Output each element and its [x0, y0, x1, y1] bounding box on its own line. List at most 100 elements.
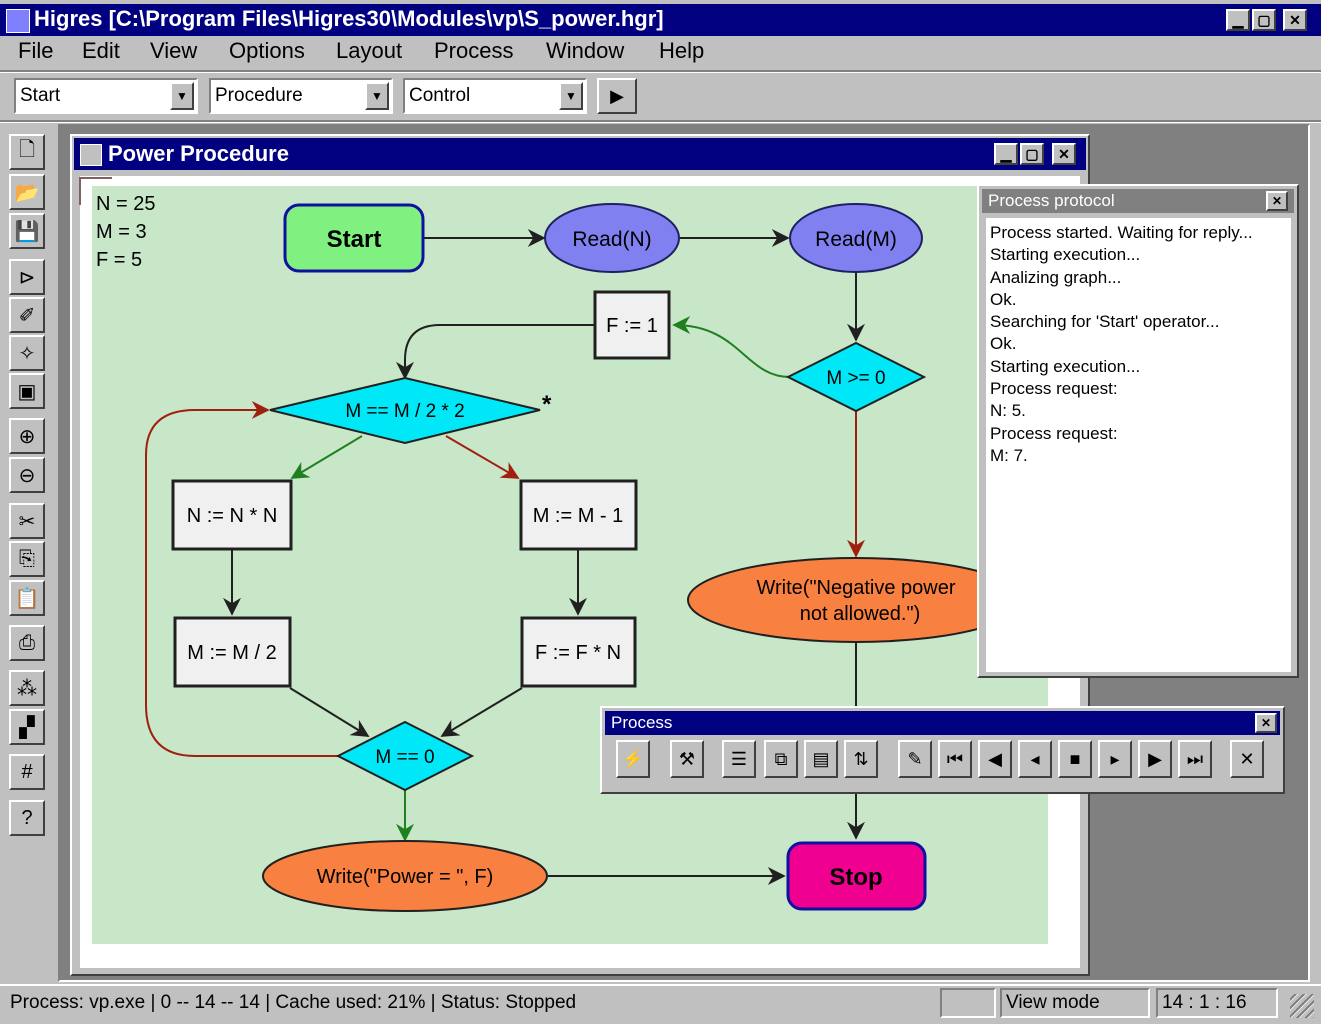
chevron-down-icon[interactable]: ▼	[559, 82, 583, 110]
node-m-even[interactable]: M == M / 2 * 2	[269, 376, 541, 445]
copy-icon[interactable]: ⎘	[9, 541, 45, 577]
menu-file[interactable]: File	[18, 38, 54, 63]
node-n-square[interactable]: N := N * N	[171, 479, 293, 551]
node-read-m[interactable]: Read(M)	[789, 203, 923, 273]
process-protocol-window: Process protocol ✕ Process started. Wait…	[977, 184, 1299, 678]
menu-options[interactable]: Options	[229, 38, 305, 63]
status-blank-pane	[940, 988, 996, 1018]
minimize-icon[interactable]: ▁	[1226, 9, 1250, 31]
magic-icon[interactable]: ✧	[9, 335, 45, 371]
cut-icon[interactable]: ✂	[9, 503, 45, 539]
list-icon[interactable]: ☰	[722, 740, 756, 778]
cascade-icon[interactable]: ▞	[9, 709, 45, 745]
forward-icon[interactable]: ▸	[1098, 740, 1132, 778]
zoom-in-icon[interactable]: ⊕	[9, 418, 45, 454]
node-m-half[interactable]: M := M / 2	[173, 616, 292, 688]
node-m-ge-0[interactable]: M >= 0	[785, 341, 927, 413]
menu-layout[interactable]: Layout	[336, 38, 403, 63]
document-title: Power Procedure	[108, 141, 289, 166]
layout-icon[interactable]: ⁂	[9, 670, 45, 706]
log-line: Ok.	[990, 289, 1017, 309]
menu-edit[interactable]: Edit	[82, 38, 120, 63]
last-icon[interactable]: ⏭	[1178, 740, 1212, 778]
node-read-n[interactable]: Read(N)	[544, 203, 680, 273]
svg-text:Start: Start	[327, 226, 382, 253]
menu-process[interactable]: Process	[434, 38, 514, 63]
log-line: Process request:	[990, 379, 1118, 399]
svg-text:F := F * N: F := F * N	[535, 642, 621, 664]
first-icon[interactable]: ⏮	[938, 740, 972, 778]
var-m: M = 3	[96, 221, 147, 243]
node-write-negative[interactable]: Write("Negative power not allowed.")	[687, 557, 1025, 643]
maximize-icon[interactable]: ▢	[1020, 143, 1044, 165]
tools-icon[interactable]: ⚒	[670, 740, 704, 778]
control-combo[interactable]: Control ▼	[403, 78, 587, 114]
close-icon[interactable]: ✕	[1255, 713, 1277, 733]
windows-icon[interactable]: ⧉	[764, 740, 798, 778]
open-icon[interactable]: 📂	[9, 174, 45, 210]
edge-mhalf-meq0	[289, 687, 370, 737]
app-icon[interactable]	[6, 9, 30, 33]
grid-icon[interactable]: #	[9, 754, 45, 790]
svg-text:Read(M): Read(M)	[815, 228, 897, 251]
help-icon[interactable]: ?	[9, 800, 45, 836]
zoom-out-icon[interactable]: ⊖	[9, 457, 45, 493]
start-combo[interactable]: Start ▼	[14, 78, 198, 114]
edit-icon[interactable]: ✐	[9, 297, 45, 333]
edge-ffn-meq0	[440, 687, 523, 737]
chevron-down-icon[interactable]: ▼	[170, 82, 194, 110]
print-icon[interactable]: ⎙	[9, 625, 45, 661]
svg-text:Write("Power = ", F): Write("Power = ", F)	[317, 866, 494, 888]
lightning-icon[interactable]: ⚡	[616, 740, 650, 778]
back-icon[interactable]: ◂	[1018, 740, 1052, 778]
var-f: F = 5	[96, 249, 142, 271]
node-f-times-n[interactable]: F := F * N	[520, 616, 637, 688]
edge-meven-mm1	[445, 435, 520, 479]
close-icon[interactable]: ✕	[1266, 191, 1288, 211]
new-icon[interactable]: 🗋	[9, 134, 45, 170]
chevron-down-icon[interactable]: ▼	[365, 82, 389, 110]
node-f-assign-1[interactable]: F := 1	[593, 290, 671, 360]
node-m-minus-1[interactable]: M := M - 1	[519, 479, 638, 551]
document-icon[interactable]	[80, 144, 102, 166]
procedure-combo[interactable]: Procedure ▼	[209, 78, 393, 114]
maximize-icon[interactable]: ▢	[1252, 9, 1276, 31]
log-line: N: 5.	[990, 401, 1026, 421]
table-icon[interactable]: ▤	[804, 740, 838, 778]
wand-icon[interactable]: ✎	[898, 740, 932, 778]
node-m-eq-0[interactable]: M == 0	[335, 720, 475, 792]
log-line: Process started. Waiting for reply...	[990, 223, 1253, 242]
log-line: Searching for 'Start' operator...	[990, 312, 1220, 332]
log-line: M: 7.	[990, 445, 1028, 465]
paste-icon[interactable]: 📋	[9, 580, 45, 616]
svg-text:Write("Negative power: Write("Negative power	[756, 577, 955, 599]
minimize-icon[interactable]: ▁	[994, 143, 1018, 165]
svg-text:M := M - 1: M := M - 1	[533, 505, 624, 527]
node-start[interactable]: Start	[283, 203, 425, 273]
menu-window[interactable]: Window	[546, 38, 625, 63]
step-forward-icon[interactable]: ▶	[1138, 740, 1172, 778]
process-panel-title: Process	[611, 713, 673, 732]
run-button[interactable]: ▶	[597, 78, 637, 114]
close-icon[interactable]: ✕	[1230, 740, 1264, 778]
save-icon[interactable]: 💾	[9, 213, 45, 249]
document-title-bar: Power Procedure ▁ ▢ ✕	[74, 138, 1086, 170]
stop-icon[interactable]: ■	[1058, 740, 1092, 778]
svg-text:M := M / 2: M := M / 2	[187, 642, 276, 664]
log-line: Analizing graph...	[990, 267, 1122, 287]
node-write-power[interactable]: Write("Power = ", F)	[262, 840, 548, 912]
node-stop[interactable]: Stop	[786, 841, 927, 911]
log-line: Starting execution...	[990, 356, 1141, 376]
app-title: Higres [C:\Program Files\Higres30\Module…	[34, 6, 664, 31]
step-back-icon[interactable]: ◀	[978, 740, 1012, 778]
select-icon[interactable]: ⊳	[9, 259, 45, 295]
close-icon[interactable]: ✕	[1052, 143, 1076, 165]
protocol-log[interactable]: Process started. Waiting for reply... St…	[986, 218, 1291, 672]
menu-help[interactable]: Help	[659, 38, 705, 63]
resize-grip-icon[interactable]	[1290, 994, 1314, 1018]
clipboard-icon[interactable]: ▣	[9, 373, 45, 409]
swap-icon[interactable]: ⇅	[844, 740, 878, 778]
close-icon[interactable]: ✕	[1283, 9, 1307, 31]
menu-view[interactable]: View	[150, 38, 198, 63]
